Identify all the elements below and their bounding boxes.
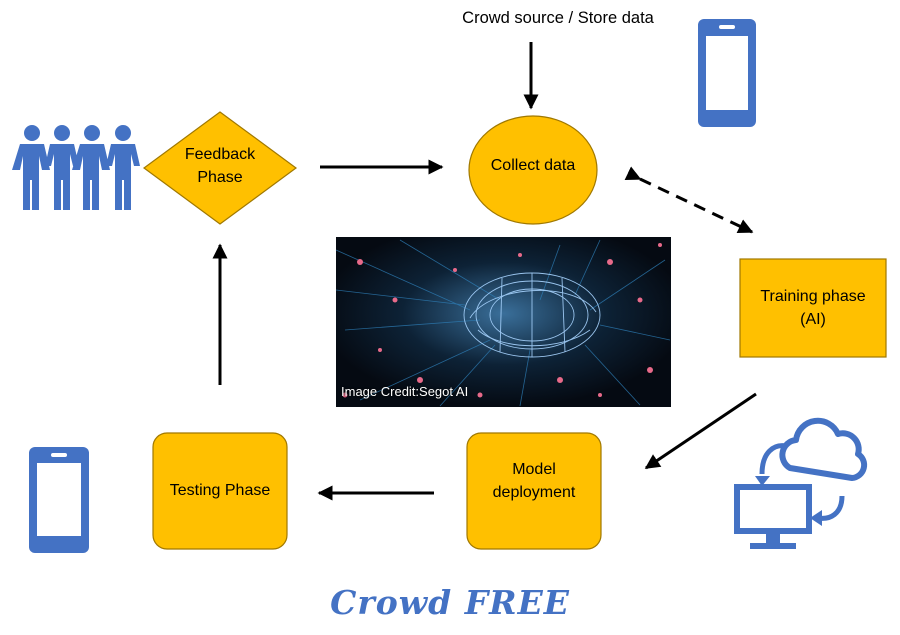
model-deployment-node [466,432,602,550]
feedback-line-2: Phase [197,169,243,186]
collect-data-label: Collect data [469,146,597,186]
testing-phase-text: Testing Phase [169,482,271,500]
feedback-phase-node [142,111,298,225]
training-line-2: (AI) [800,311,826,328]
page-title: Crowd FREE [330,583,570,622]
deployment-line-1: Model [512,460,556,478]
model-deployment-label: Model deployment [467,455,601,507]
arrows [212,42,757,501]
smartphone-icon [29,447,89,553]
training-phase-label: Training phase (AI) [740,282,886,334]
feedback-line-1: Feedback [184,145,256,163]
collect-data-node [468,115,598,225]
brain-network-image [335,237,671,407]
image-credit: Image Credit:Segot AI [341,384,469,399]
arrow-collect-training-dashed [624,166,754,234]
people-group-icon [12,125,140,210]
testing-phase-label: Testing Phase [153,473,287,509]
arrow-training-to-deployment [644,392,757,470]
training-phase-node [739,258,887,358]
smartphone-icon [698,19,756,127]
training-line-1: Training phase [760,287,866,305]
deployment-line-2: deployment [492,484,576,501]
testing-phase-node [152,432,288,550]
crowd-source-label: Crowd source / Store data [462,9,654,27]
collect-data-text: Collect data [490,157,576,175]
feedback-phase-label: Feedback Phase [160,140,280,192]
cloud-sync-icon [734,417,868,549]
